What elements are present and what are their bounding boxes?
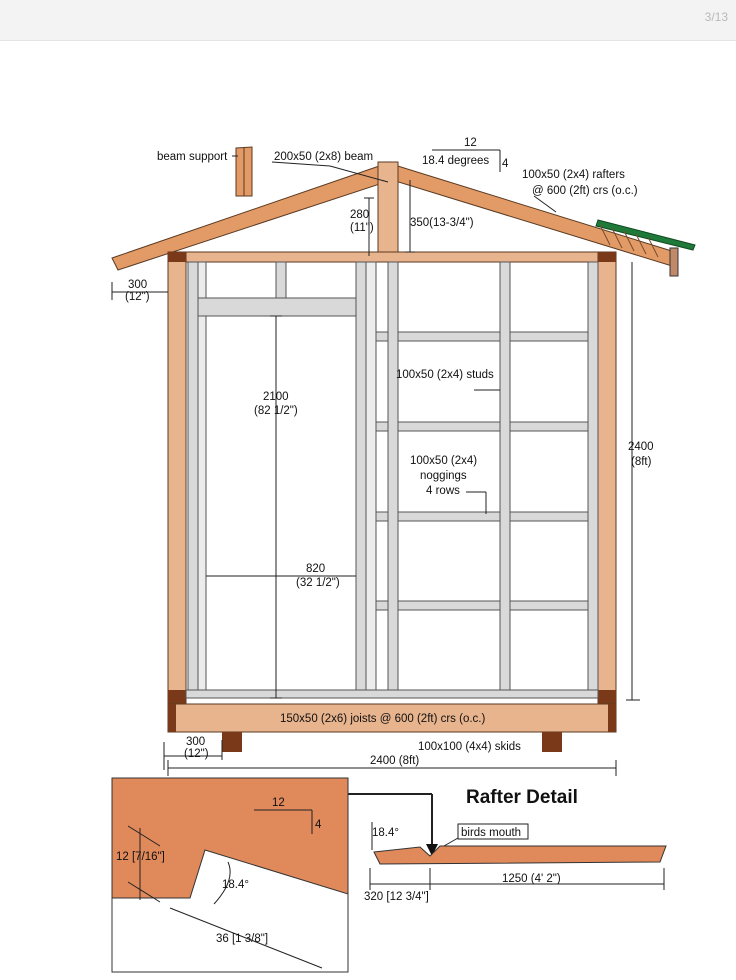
label-dim-280: 280: [350, 209, 369, 221]
page-indicator: 3/13: [704, 10, 728, 24]
detail-rafter-section: [111, 777, 349, 899]
label-joists: 150x50 (2x6) joists @ 600 (2ft) crs (o.c…: [280, 713, 485, 725]
stud: [275, 261, 287, 299]
label-pitch-degrees: 18.4 degrees: [422, 155, 489, 167]
noggings: [375, 331, 589, 611]
stud: [365, 261, 377, 693]
label-rafters-line1: 100x50 (2x4) rafters: [522, 169, 625, 181]
ridge-beam: [377, 161, 399, 253]
skid-right: [542, 732, 562, 752]
viewer-top-bar: 3/13: [0, 0, 736, 41]
floor-joist: [167, 703, 617, 733]
top-plate: [167, 251, 617, 263]
detail-label-pitch-run: 12: [272, 797, 285, 809]
label-studs: 100x50 (2x4) studs: [396, 369, 494, 381]
detail-label-seat: 36 [1 3/8"]: [216, 933, 268, 945]
diagram-labels: beam support 200x50 (2x8) beam 12 4 18.4…: [125, 137, 654, 767]
label-noggings-line2: noggings: [420, 470, 467, 482]
post-cap-top-right: [598, 252, 616, 262]
stud: [197, 261, 207, 693]
label-rafters-line2: @ 600 (2ft) crs (o.c.): [532, 185, 638, 197]
label-beam: 200x50 (2x8) beam: [274, 151, 373, 163]
right-corner-post: [597, 251, 617, 705]
post-cap-bottom-left: [168, 690, 186, 704]
stud: [355, 261, 367, 693]
roof-rafters: [111, 146, 696, 277]
stud: [587, 261, 599, 693]
stud: [187, 261, 199, 693]
joist-end-left: [168, 704, 176, 732]
label-door-height-imp: (82 1/2"): [254, 405, 298, 417]
label-beam-support: beam support: [157, 151, 228, 163]
detail-label-pitch-rise: 4: [315, 819, 322, 831]
label-wall-height: 2400: [628, 441, 654, 453]
label-overhang-imp: (12"): [125, 291, 150, 303]
label-dim-350: 350(13-3/4"): [410, 217, 474, 229]
label-total-width: 2400 (8ft): [370, 755, 419, 767]
detail-rafter-elevation: [373, 845, 667, 865]
wall-frame: [167, 251, 617, 752]
skid-left: [222, 732, 242, 752]
label-door-width: 820: [306, 563, 325, 575]
detail-label-dim-right: 1250 (4' 2"): [502, 873, 561, 885]
rafter-detail-inset: 12 4 12 [7/16"] 18.4° 36 [1 3/8"]: [111, 777, 349, 973]
post-cap-top-left: [168, 252, 186, 262]
label-pitch-run: 12: [464, 137, 477, 149]
door-header: [197, 297, 367, 317]
label-noggings-line3: 4 rows: [426, 485, 460, 497]
detail-label-angle-small: 18.4°: [372, 827, 399, 839]
roof-edge-board: [595, 219, 696, 251]
detail-label-birds-mouth: birds mouth: [461, 827, 521, 839]
label-door-height: 2100: [263, 391, 289, 403]
joist-end-right: [608, 704, 616, 732]
label-noggings-line1: 100x50 (2x4): [410, 455, 477, 467]
label-skid-offset-imp: (12"): [184, 748, 209, 760]
stud: [387, 261, 399, 693]
detail-label-angle: 18.4°: [222, 879, 249, 891]
rafter-hatch: [599, 224, 659, 258]
label-door-width-imp: (32 1/2"): [296, 577, 340, 589]
stud: [499, 261, 511, 693]
bottom-plate: [185, 689, 599, 699]
post-cap-bottom-right: [598, 690, 616, 704]
detail-label-depth: 12 [7/16"]: [116, 851, 165, 863]
label-skids: 100x100 (4x4) skids: [418, 741, 521, 753]
label-dim-280-imp: (11"): [350, 222, 374, 234]
label-overhang: 300: [128, 279, 147, 291]
label-wall-height-imp: (8ft): [631, 456, 652, 468]
rafter-tail-block: [669, 247, 679, 277]
detail-label-dim-left: 320 [12 3/4"]: [364, 891, 429, 903]
label-pitch-rise: 4: [502, 158, 509, 170]
dimension-lines: [111, 149, 640, 856]
rafter-detail-title: Rafter Detail: [466, 787, 578, 808]
rafter-detail: Rafter Detail 18.4° birds mouth 320 [12 …: [364, 787, 667, 903]
label-skid-offset: 300: [186, 736, 205, 748]
left-corner-post: [167, 251, 187, 705]
